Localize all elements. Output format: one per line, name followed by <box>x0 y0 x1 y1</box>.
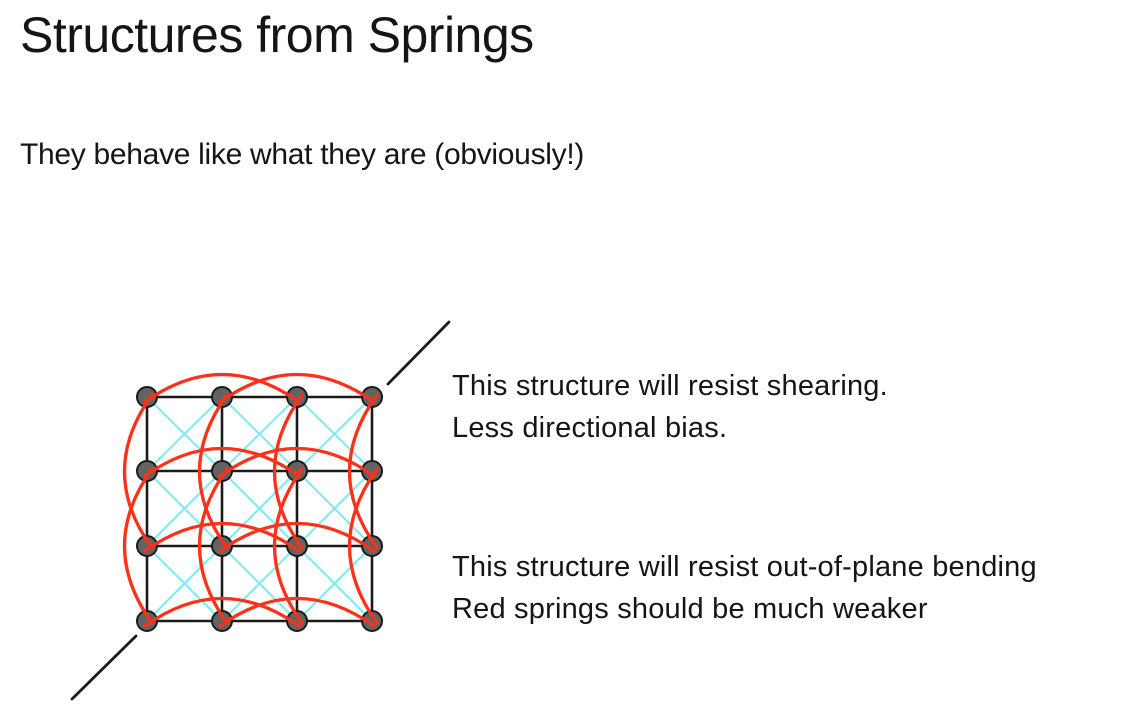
annotation-line: This structure will resist shearing. <box>452 370 888 402</box>
annotation-shearing: This structure will resist shearing. Les… <box>452 365 888 449</box>
slide-title: Structures from Springs <box>20 7 534 63</box>
annotation-line: Red springs should be much weaker <box>452 593 928 625</box>
annotation-line: Less directional bias. <box>452 412 728 444</box>
annotation-bending: This structure will resist out-of-plane … <box>452 546 1037 630</box>
slide-subtitle: They behave like what they are (obviousl… <box>20 138 585 171</box>
annotation-line: This structure will resist out-of-plane … <box>452 551 1037 583</box>
